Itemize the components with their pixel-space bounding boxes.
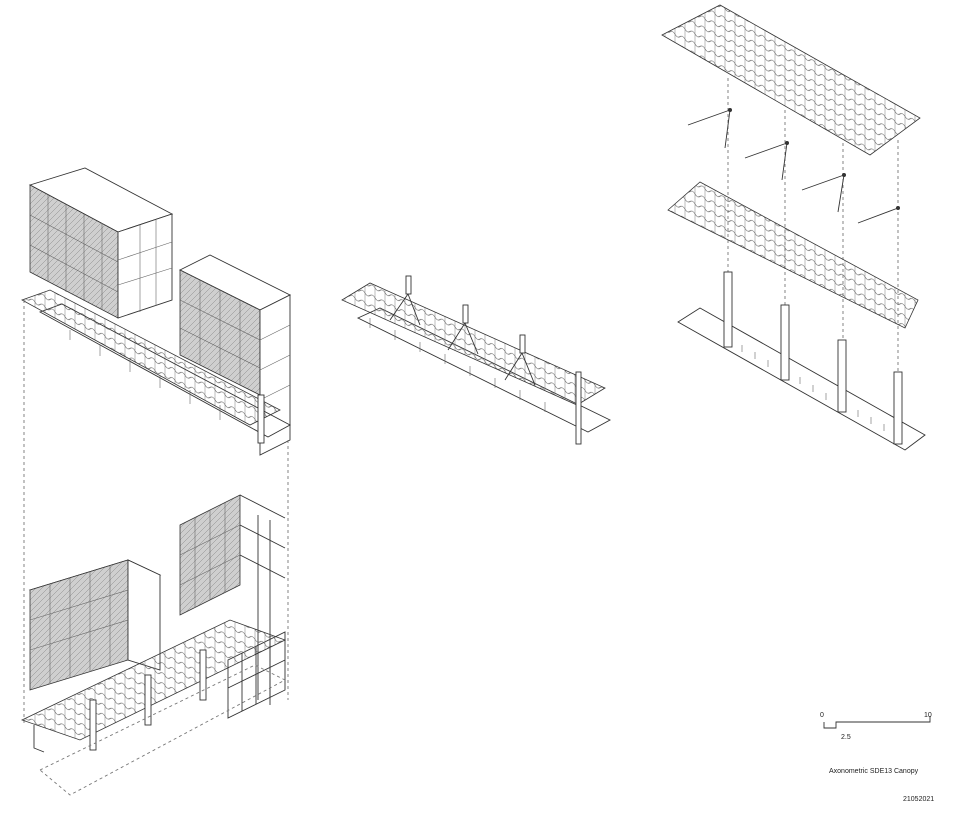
canopy-exploded-view bbox=[661, 4, 926, 451]
scale-bar bbox=[823, 716, 931, 729]
scale-label-mid: 2.5 bbox=[841, 734, 851, 741]
drawing-title: Axonometric SDE13 Canopy bbox=[829, 768, 919, 775]
context-upper-view bbox=[21, 167, 292, 456]
scale-label-start: 0 bbox=[820, 712, 824, 719]
context-lower-view bbox=[20, 494, 287, 796]
scale-label-end: 10 bbox=[924, 712, 932, 719]
canopy-assembled-view bbox=[341, 275, 611, 445]
drawing-date: 21052021 bbox=[903, 796, 935, 803]
